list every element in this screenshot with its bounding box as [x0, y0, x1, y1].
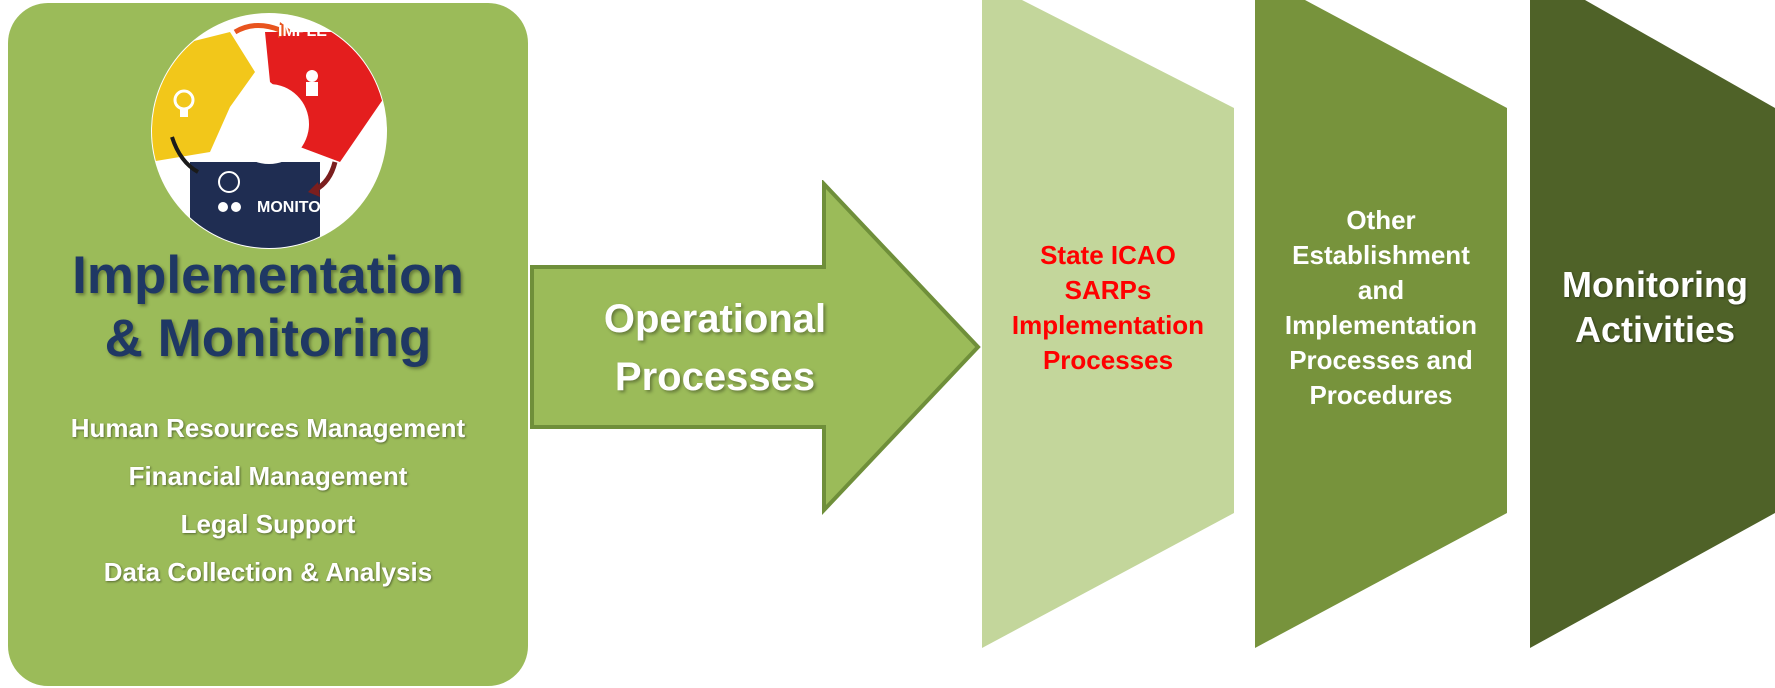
- logo-label-bottom: MONITORI: [257, 199, 337, 216]
- list-item: Financial Management: [128, 461, 408, 491]
- panel-title: Implementation & Monitoring: [72, 246, 464, 368]
- list-item: Human Resources Management: [70, 413, 466, 443]
- list-item: Data Collection & Analysis: [103, 557, 433, 587]
- arrow-label: Operational Processes: [603, 297, 827, 399]
- chevron-sarps-label: State ICAO SARPs Implementation Processe…: [1011, 240, 1205, 375]
- chevron-monitoring-label: Monitoring Activities: [1562, 264, 1748, 350]
- chevron-other-establishment-label: Other Establishment and Implementation P…: [1284, 205, 1478, 410]
- chevron-monitoring-activities: [1530, 0, 1775, 648]
- chevron-sarps-implementation: [982, 0, 1234, 648]
- list-item: Legal Support: [180, 509, 356, 539]
- support-functions-list: Human Resources Management Financial Man…: [8, 404, 528, 596]
- logo-label-left: NT: [162, 43, 182, 60]
- operational-processes-arrow: [530, 180, 981, 515]
- chevron-other-establishment: [1255, 0, 1507, 648]
- implementation-monitoring-cycle-icon: NT IMPLE MONITORI: [151, 13, 387, 249]
- logo-label-top: IMPLE: [278, 23, 327, 40]
